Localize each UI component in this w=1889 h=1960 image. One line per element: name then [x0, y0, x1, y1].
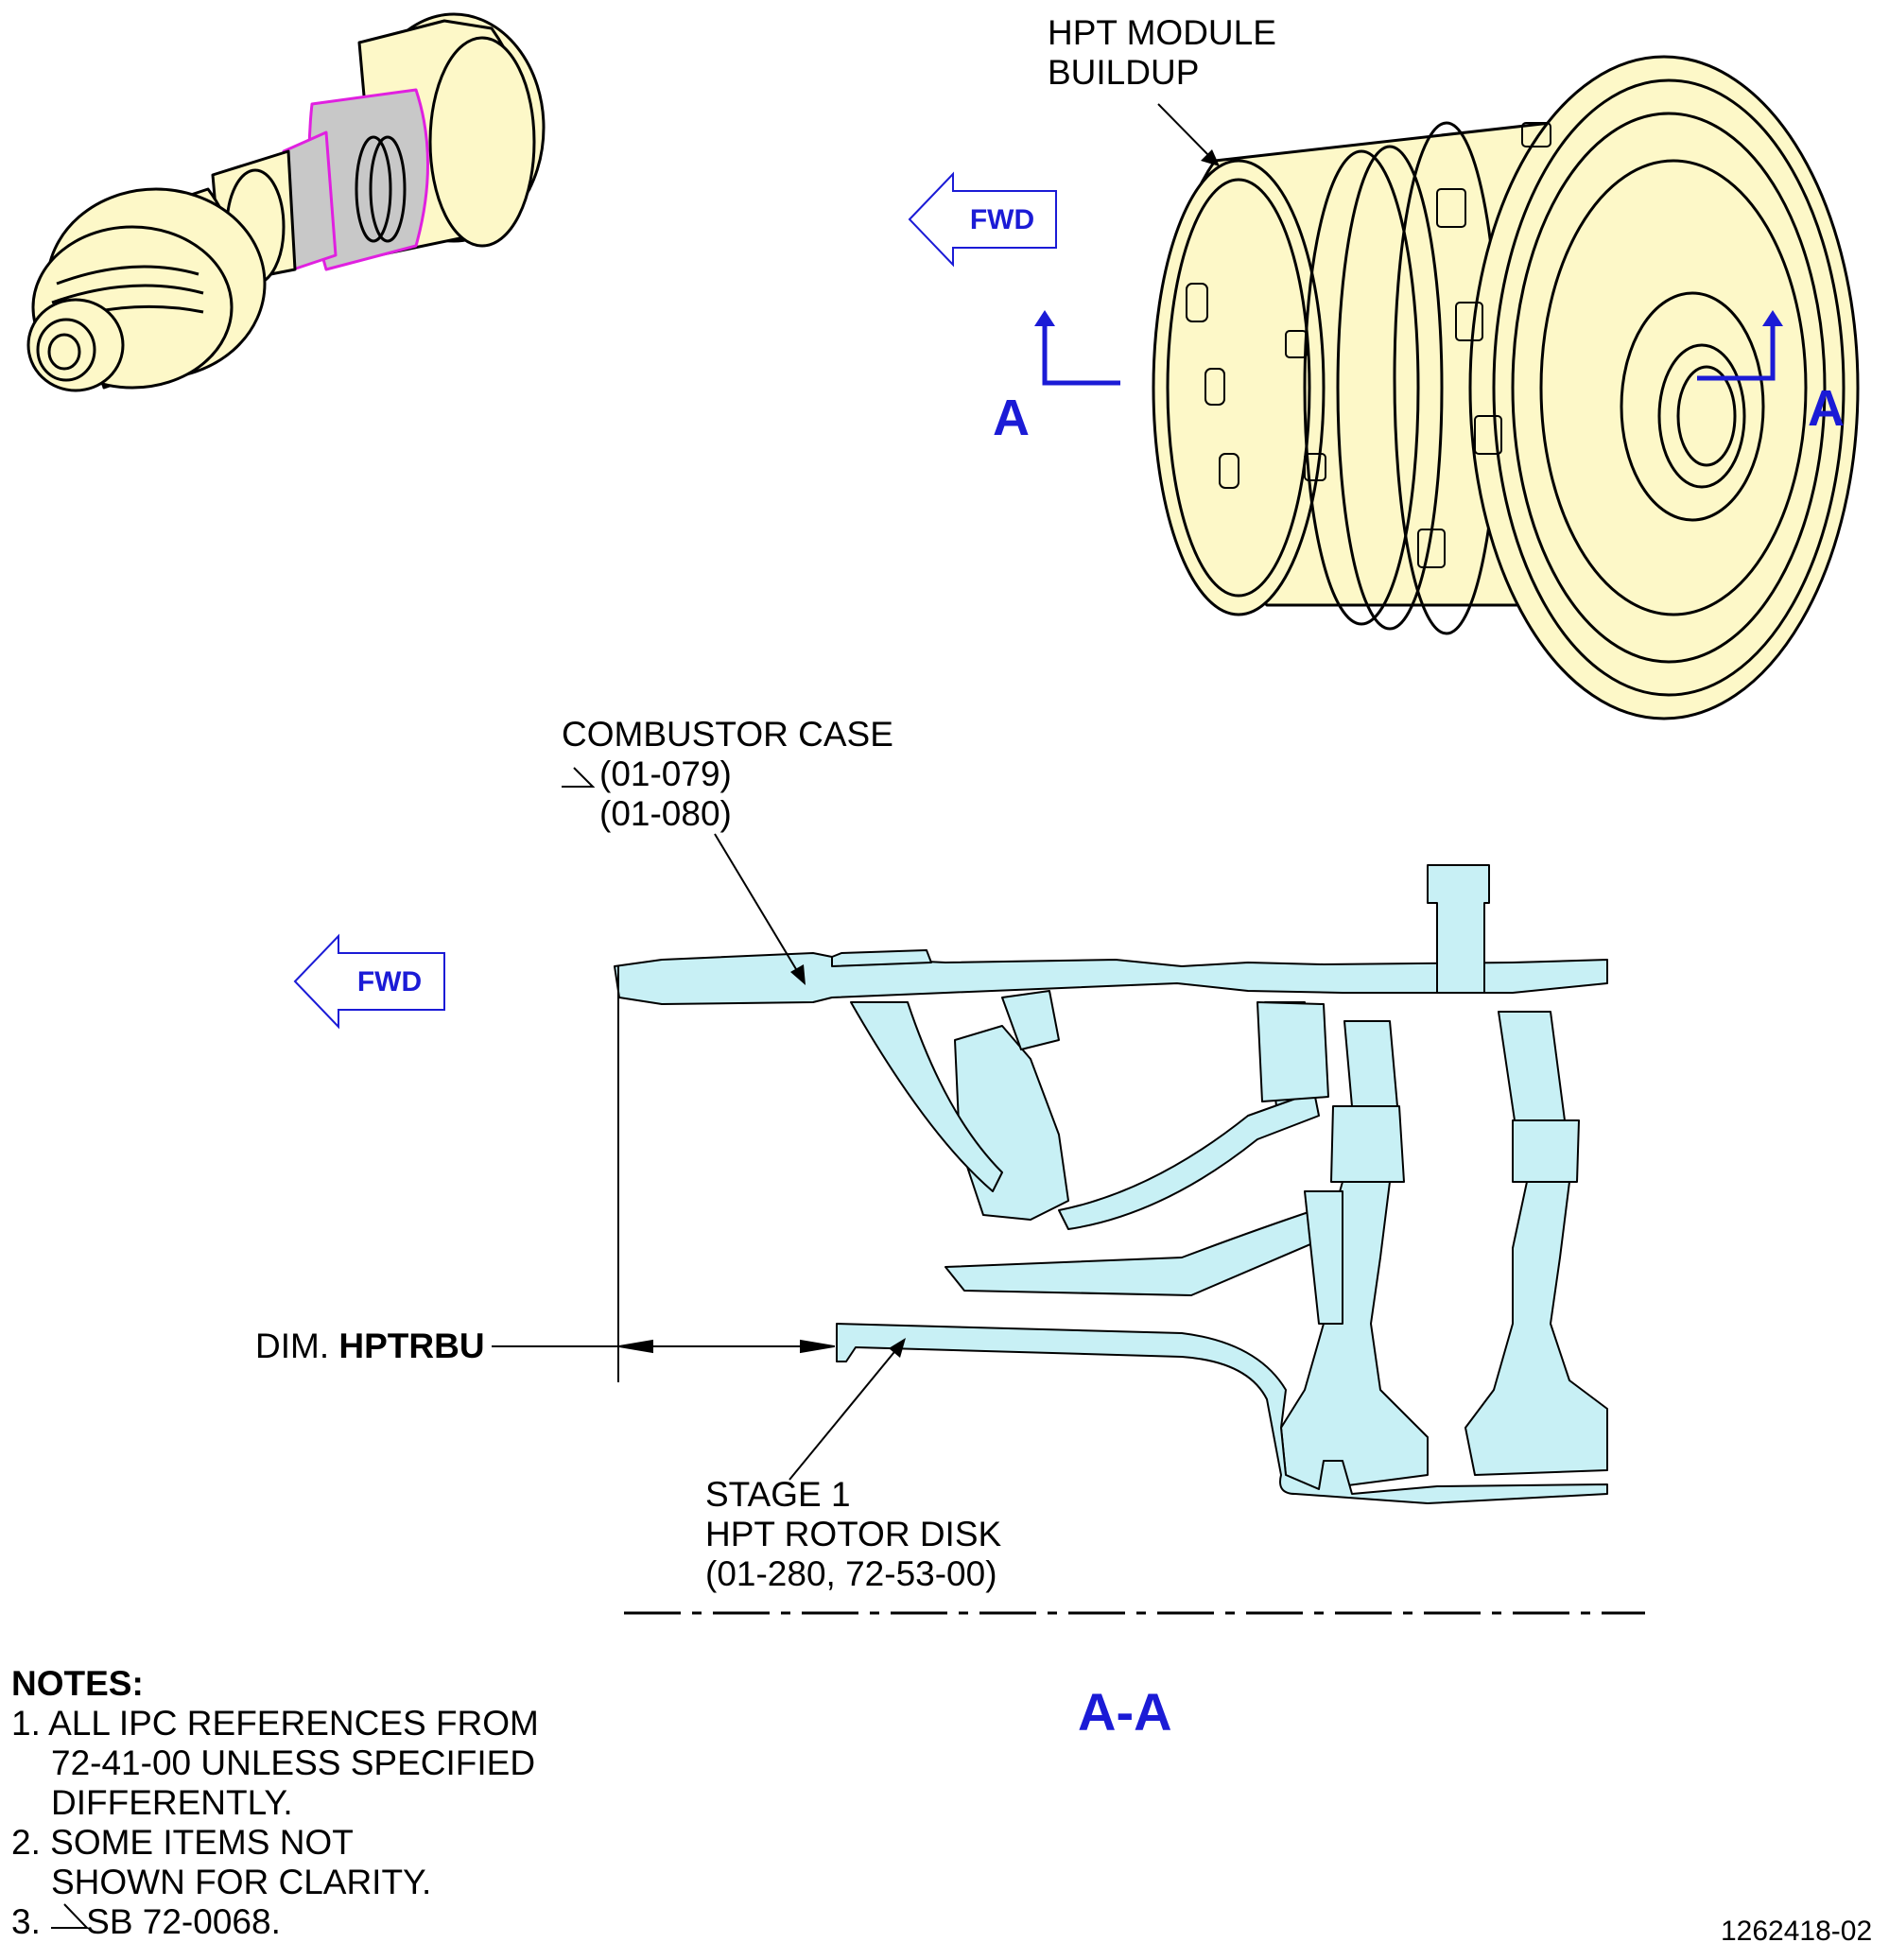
note-1-line1: 1. ALL IPC REFERENCES FROM [11, 1704, 539, 1743]
hpt-module-label: HPT MODULE BUILDUP [1048, 13, 1276, 93]
stage1-leader [789, 1338, 906, 1481]
note-3-text: SB 72-0068. [86, 1902, 281, 1941]
fwd-label-top: FWD [970, 204, 1034, 235]
revision-flag-icon [562, 767, 596, 788]
notes-block: NOTES: 1. ALL IPC REFERENCES FROM 72-41-… [11, 1664, 539, 1942]
hpt-module-illustration [1152, 55, 1860, 720]
stage1-line2: HPT ROTOR DISK [705, 1515, 1002, 1553]
dim-name: HPTRBU [338, 1327, 485, 1365]
note-3-prefix: 3. [11, 1902, 41, 1941]
fwd-label-left: FWD [357, 966, 422, 997]
note-2-line1: 2. SOME ITEMS NOT [11, 1823, 354, 1862]
section-a-a-view [614, 864, 1608, 1504]
combustor-case-line2: (01-079) [599, 755, 732, 793]
figure-number: 1262418-02 [1721, 1916, 1873, 1947]
section-marker-left-letter: A [993, 390, 1030, 446]
dim-prefix: DIM. [255, 1327, 330, 1365]
note-1-line2: 72-41-00 UNLESS SPECIFIED [51, 1743, 536, 1782]
dim-hptrbu-label: DIM. HPTRBU [255, 1327, 485, 1366]
section-title: A-A [1078, 1682, 1172, 1742]
stage1-line3: (01-280, 72-53-00) [705, 1554, 997, 1593]
hpt-module-label-line2: BUILDUP [1048, 53, 1200, 92]
fwd-arrow-top-icon [908, 171, 1057, 268]
combustor-case-line1: COMBUSTOR CASE [562, 715, 893, 754]
notes-heading: NOTES: [11, 1664, 144, 1703]
hpt-module-leader [1157, 103, 1220, 166]
fwd-arrow-left-icon [293, 933, 445, 1030]
section-arrow-right-icon [1762, 310, 1783, 326]
note-1-line3: DIFFERENTLY. [51, 1783, 293, 1822]
note-2-line2: SHOWN FOR CLARITY. [51, 1863, 432, 1901]
combustor-case-line3: (01-080) [599, 794, 732, 833]
section-marker-right-letter: A [1808, 380, 1845, 437]
dimension-hptrbu [492, 966, 835, 1382]
stage1-disk-label: STAGE 1 HPT ROTOR DISK (01-280, 72-53-00… [705, 1475, 1001, 1594]
note-3: 3. SB 72-0068. [11, 1902, 539, 1942]
section-arrow-left-icon [1034, 310, 1055, 326]
section-cut-marker [1042, 320, 1776, 386]
note3-flag-icon [51, 1903, 90, 1929]
shaft-part-illustration [26, 12, 546, 392]
combustor-leader [714, 833, 806, 985]
hpt-module-label-line1: HPT MODULE [1048, 13, 1276, 52]
combustor-case-label: COMBUSTOR CASE (01-079) (01-080) [562, 715, 893, 834]
stage1-line1: STAGE 1 [705, 1475, 851, 1514]
